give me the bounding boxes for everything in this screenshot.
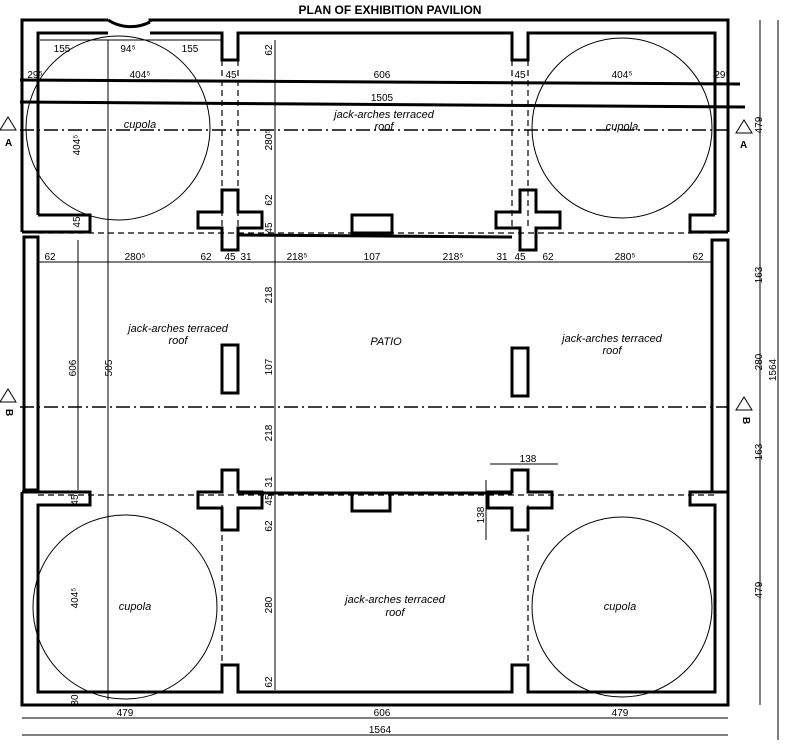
dimension-label: 31 (496, 252, 508, 263)
section-marker-b-right: B (740, 417, 751, 424)
dimension-label: 280 (264, 596, 275, 613)
dimension-label: 31 (240, 252, 252, 263)
dimension-label: 479 (117, 708, 134, 719)
dimension-label: 62 (264, 520, 275, 532)
dimension-label: 1505 (371, 93, 394, 104)
label-cupola-bl: cupola (119, 601, 151, 613)
dimension-label: 29⁵ (27, 70, 42, 81)
dimension-label: 62 (200, 252, 212, 263)
dimension-label: 107 (264, 358, 275, 375)
dimension-label: 31 (264, 476, 275, 488)
cross-pillar (494, 188, 562, 252)
section-markers: A A B B (0, 116, 753, 424)
dimension-label: 606 (374, 708, 391, 719)
dimension-label: 62 (44, 252, 56, 263)
dimension-label: 218 (264, 424, 275, 441)
section-triangle-icon (735, 396, 753, 411)
dimension-label: 479 (754, 581, 765, 598)
section-triangle-icon (0, 116, 17, 131)
cupola-circle-br (531, 516, 713, 698)
cupola-circle-tl (25, 35, 211, 221)
dimension-label: 218⁵ (287, 252, 308, 263)
dimension-label: 62 (542, 252, 554, 263)
label-roof-bottom: jack-arches terraced (343, 594, 446, 606)
dimension-label: 218⁵ (443, 252, 464, 263)
dimension-label: 29⁵ (714, 70, 729, 81)
dimension-label: 45 (225, 70, 237, 81)
dimension-label: 280⁵ (264, 130, 275, 151)
dimension-label: 404⁵ (130, 70, 151, 81)
section-marker-b-left: B (3, 409, 14, 416)
dimension-label: 280⁵ (615, 252, 636, 263)
section-triangle-icon (0, 388, 17, 403)
dimension-labels: 155 94⁵ 155 29⁵ 404⁵ 45 62 606 45 404⁵ 29⁵ 1505 404⁵… (27, 44, 779, 736)
cross-pillar (196, 468, 264, 532)
label-patio: PATIO (370, 336, 402, 348)
walls (20, 18, 730, 707)
room-labels: cupola cupola cupola cupola jack-arches … (119, 109, 663, 619)
dimension-label: 138 (520, 454, 537, 465)
dimension-label: 45 (514, 252, 526, 263)
dimension-label: 62 (264, 676, 275, 688)
label-cupola-br: cupola (604, 601, 636, 613)
cupola-circle-bl (32, 514, 218, 700)
hidden-lines (38, 60, 715, 665)
section-marker-a-left: A (5, 138, 12, 149)
label-cupola-tr: cupola (606, 121, 638, 133)
dimension-label: 163 (754, 443, 765, 460)
dimension-label: 505 (104, 359, 115, 376)
dimension-label: 404⁵ (70, 588, 81, 609)
cross-pillars (196, 188, 562, 532)
dimension-label: 280⁵ (125, 252, 146, 263)
label-roof-left-2: roof (169, 335, 189, 347)
dimension-lines (22, 20, 779, 740)
dimension-label: 45 (224, 252, 236, 263)
dimension-label: 218 (264, 286, 275, 303)
label-roof-top: jack-arches terraced (332, 109, 435, 121)
dimension-label: 606 (68, 359, 79, 376)
dimension-label: 155 (54, 44, 71, 55)
label-roof-right-2: roof (603, 345, 623, 357)
label-roof-bottom-2: roof (386, 607, 406, 619)
section-marker-a-right: A (740, 140, 747, 151)
dimension-label: 163 (754, 266, 765, 283)
cupola-circles (25, 35, 713, 700)
dimension-label: 30 (70, 694, 81, 706)
dimension-label: 45 (70, 494, 81, 506)
dimension-label: 404⁵ (72, 135, 83, 156)
label-roof-top-2: roof (375, 121, 395, 133)
cupola-circle-tr (531, 37, 713, 219)
dimension-label: 138 (476, 506, 487, 523)
dimension-label: 155 (182, 44, 199, 55)
dimension-label: 1564 (369, 725, 392, 736)
dimension-label: 45 (264, 222, 275, 234)
dimension-label: 62 (264, 194, 275, 206)
dimension-label: 62 (692, 252, 704, 263)
dimension-label: 45 (264, 494, 275, 506)
dimension-label: 479 (612, 708, 629, 719)
dimension-label: 606 (374, 70, 391, 81)
label-roof-right: jack-arches terraced (560, 333, 663, 345)
dimension-label: 1564 (768, 358, 779, 381)
dimension-label: 62 (264, 44, 275, 56)
label-cupola-tl: cupola (124, 119, 156, 131)
cross-pillar (196, 188, 264, 252)
dimension-label: 45 (514, 70, 526, 81)
dimension-label: 280 (754, 353, 765, 370)
cross-pillar (486, 468, 554, 532)
dimension-label: 479 (754, 116, 765, 133)
dimension-label: 107 (364, 252, 381, 263)
dimension-label: 404⁵ (612, 70, 633, 81)
section-triangle-icon (735, 119, 753, 134)
section-axes (19, 78, 746, 408)
dimension-label: 94⁵ (120, 44, 135, 55)
drawing-title: PLAN OF EXHIBITION PAVILION (299, 3, 482, 17)
dimension-label: 45 (72, 216, 83, 228)
label-roof-left: jack-arches terraced (126, 323, 229, 335)
